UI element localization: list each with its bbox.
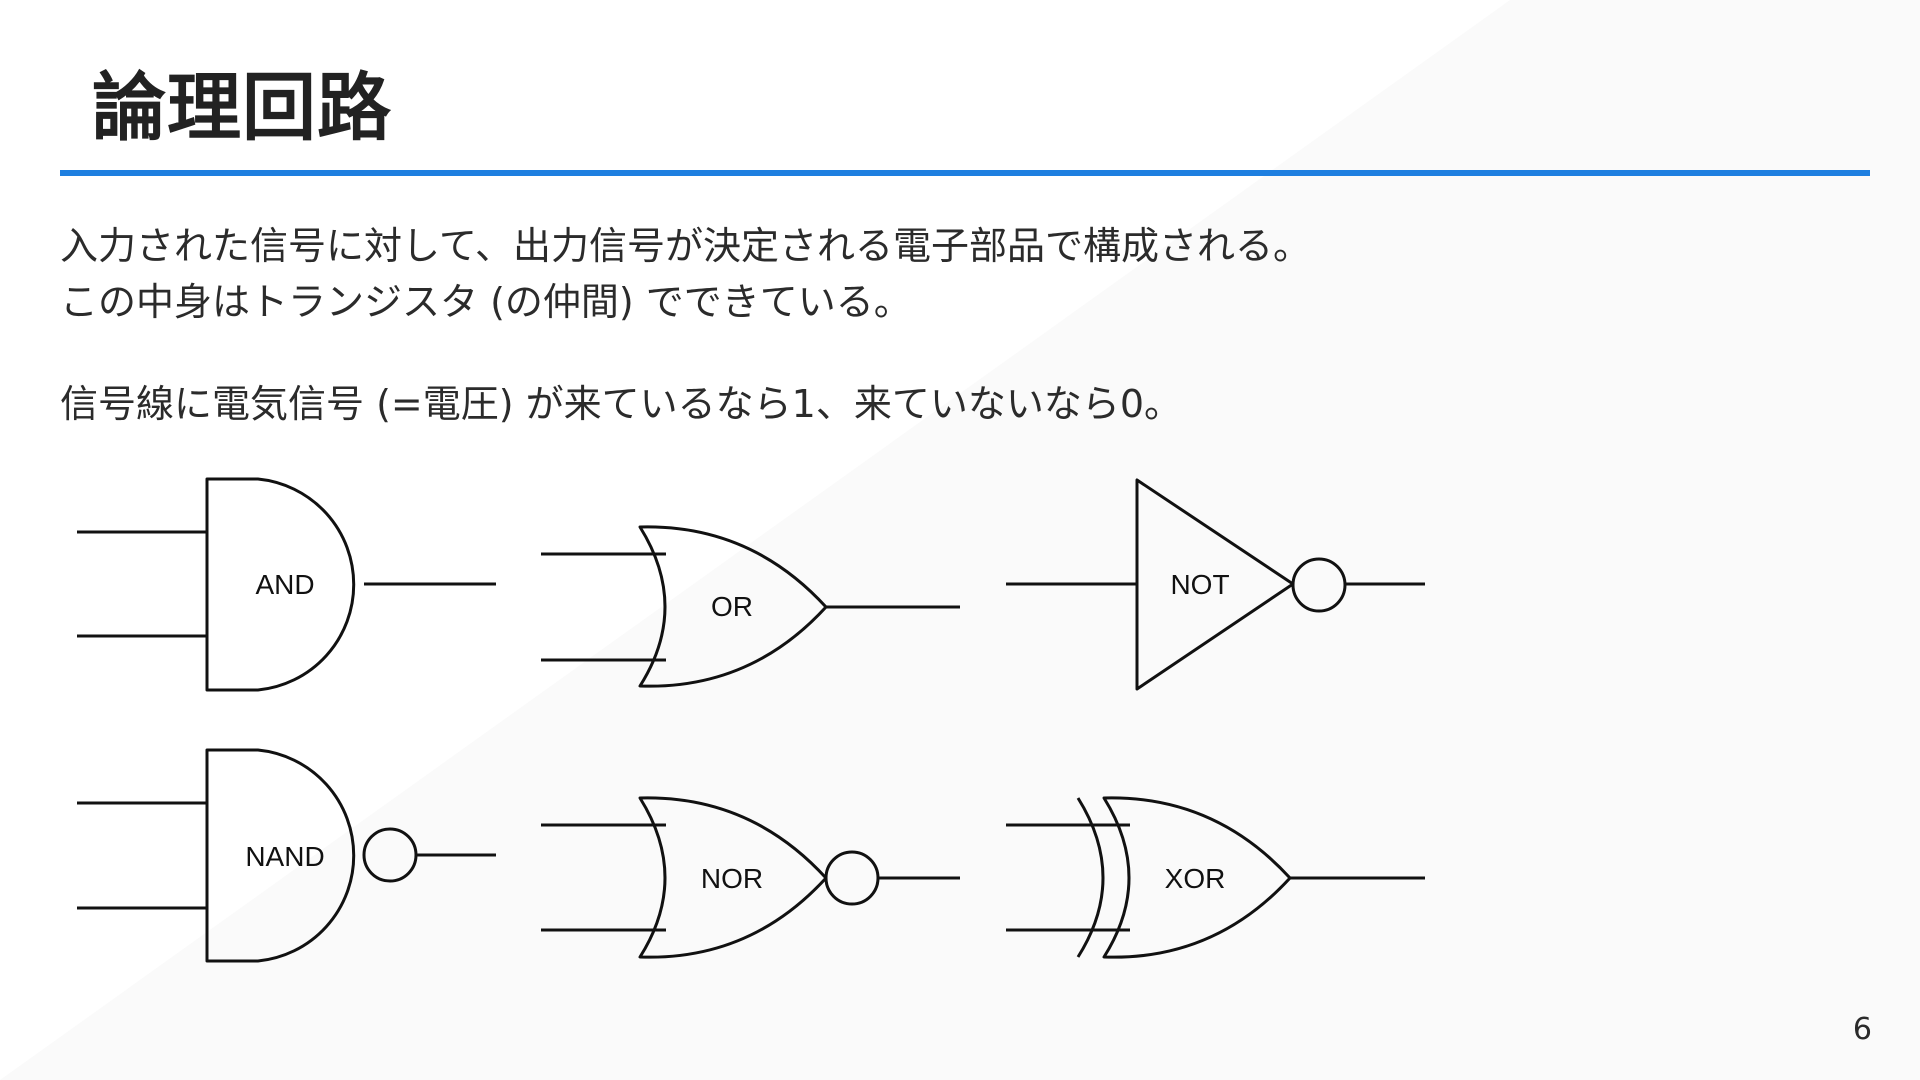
or-body <box>638 525 828 688</box>
not-body <box>1135 478 1295 691</box>
nand-gate <box>77 748 496 963</box>
and-gate <box>77 477 496 692</box>
xor-back-curve <box>1076 797 1105 958</box>
text-line-1: 入力された信号に対して、出力信号が決定される電子部品で構成される。 <box>60 224 1311 268</box>
nor-body <box>638 796 828 959</box>
title-underline <box>60 170 1870 176</box>
nor-label: NOR <box>701 863 763 894</box>
and-label: AND <box>255 569 314 600</box>
xor-gate <box>1006 796 1425 959</box>
page-number: 6 <box>1852 1012 1872 1047</box>
slide-title: 論理回路 <box>92 65 392 151</box>
intro-paragraph: 入力された信号に対して、出力信号が決定される電子部品で構成される。 この中身はト… <box>60 218 1311 330</box>
signal-paragraph: 信号線に電気信号 (=電圧) が来ているなら1、来ていないなら0。 <box>60 376 1182 432</box>
nor-bubble <box>824 850 880 906</box>
text-line-2: この中身はトランジスタ (の仲間) でできている。 <box>60 280 912 324</box>
nand-body <box>205 748 356 963</box>
xor-body <box>1102 796 1292 959</box>
not-gate <box>1006 478 1425 691</box>
not-bubble <box>1291 557 1347 613</box>
nor-gate <box>541 796 960 959</box>
not-label: NOT <box>1170 569 1229 600</box>
text-line-3: 信号線に電気信号 (=電圧) が来ているなら1、来ていないなら0。 <box>60 382 1183 426</box>
or-label: OR <box>711 591 753 622</box>
and-body <box>205 477 356 692</box>
xor-label: XOR <box>1165 863 1226 894</box>
or-gate <box>541 525 960 688</box>
nand-label: NAND <box>245 841 324 872</box>
nand-bubble <box>362 827 418 883</box>
